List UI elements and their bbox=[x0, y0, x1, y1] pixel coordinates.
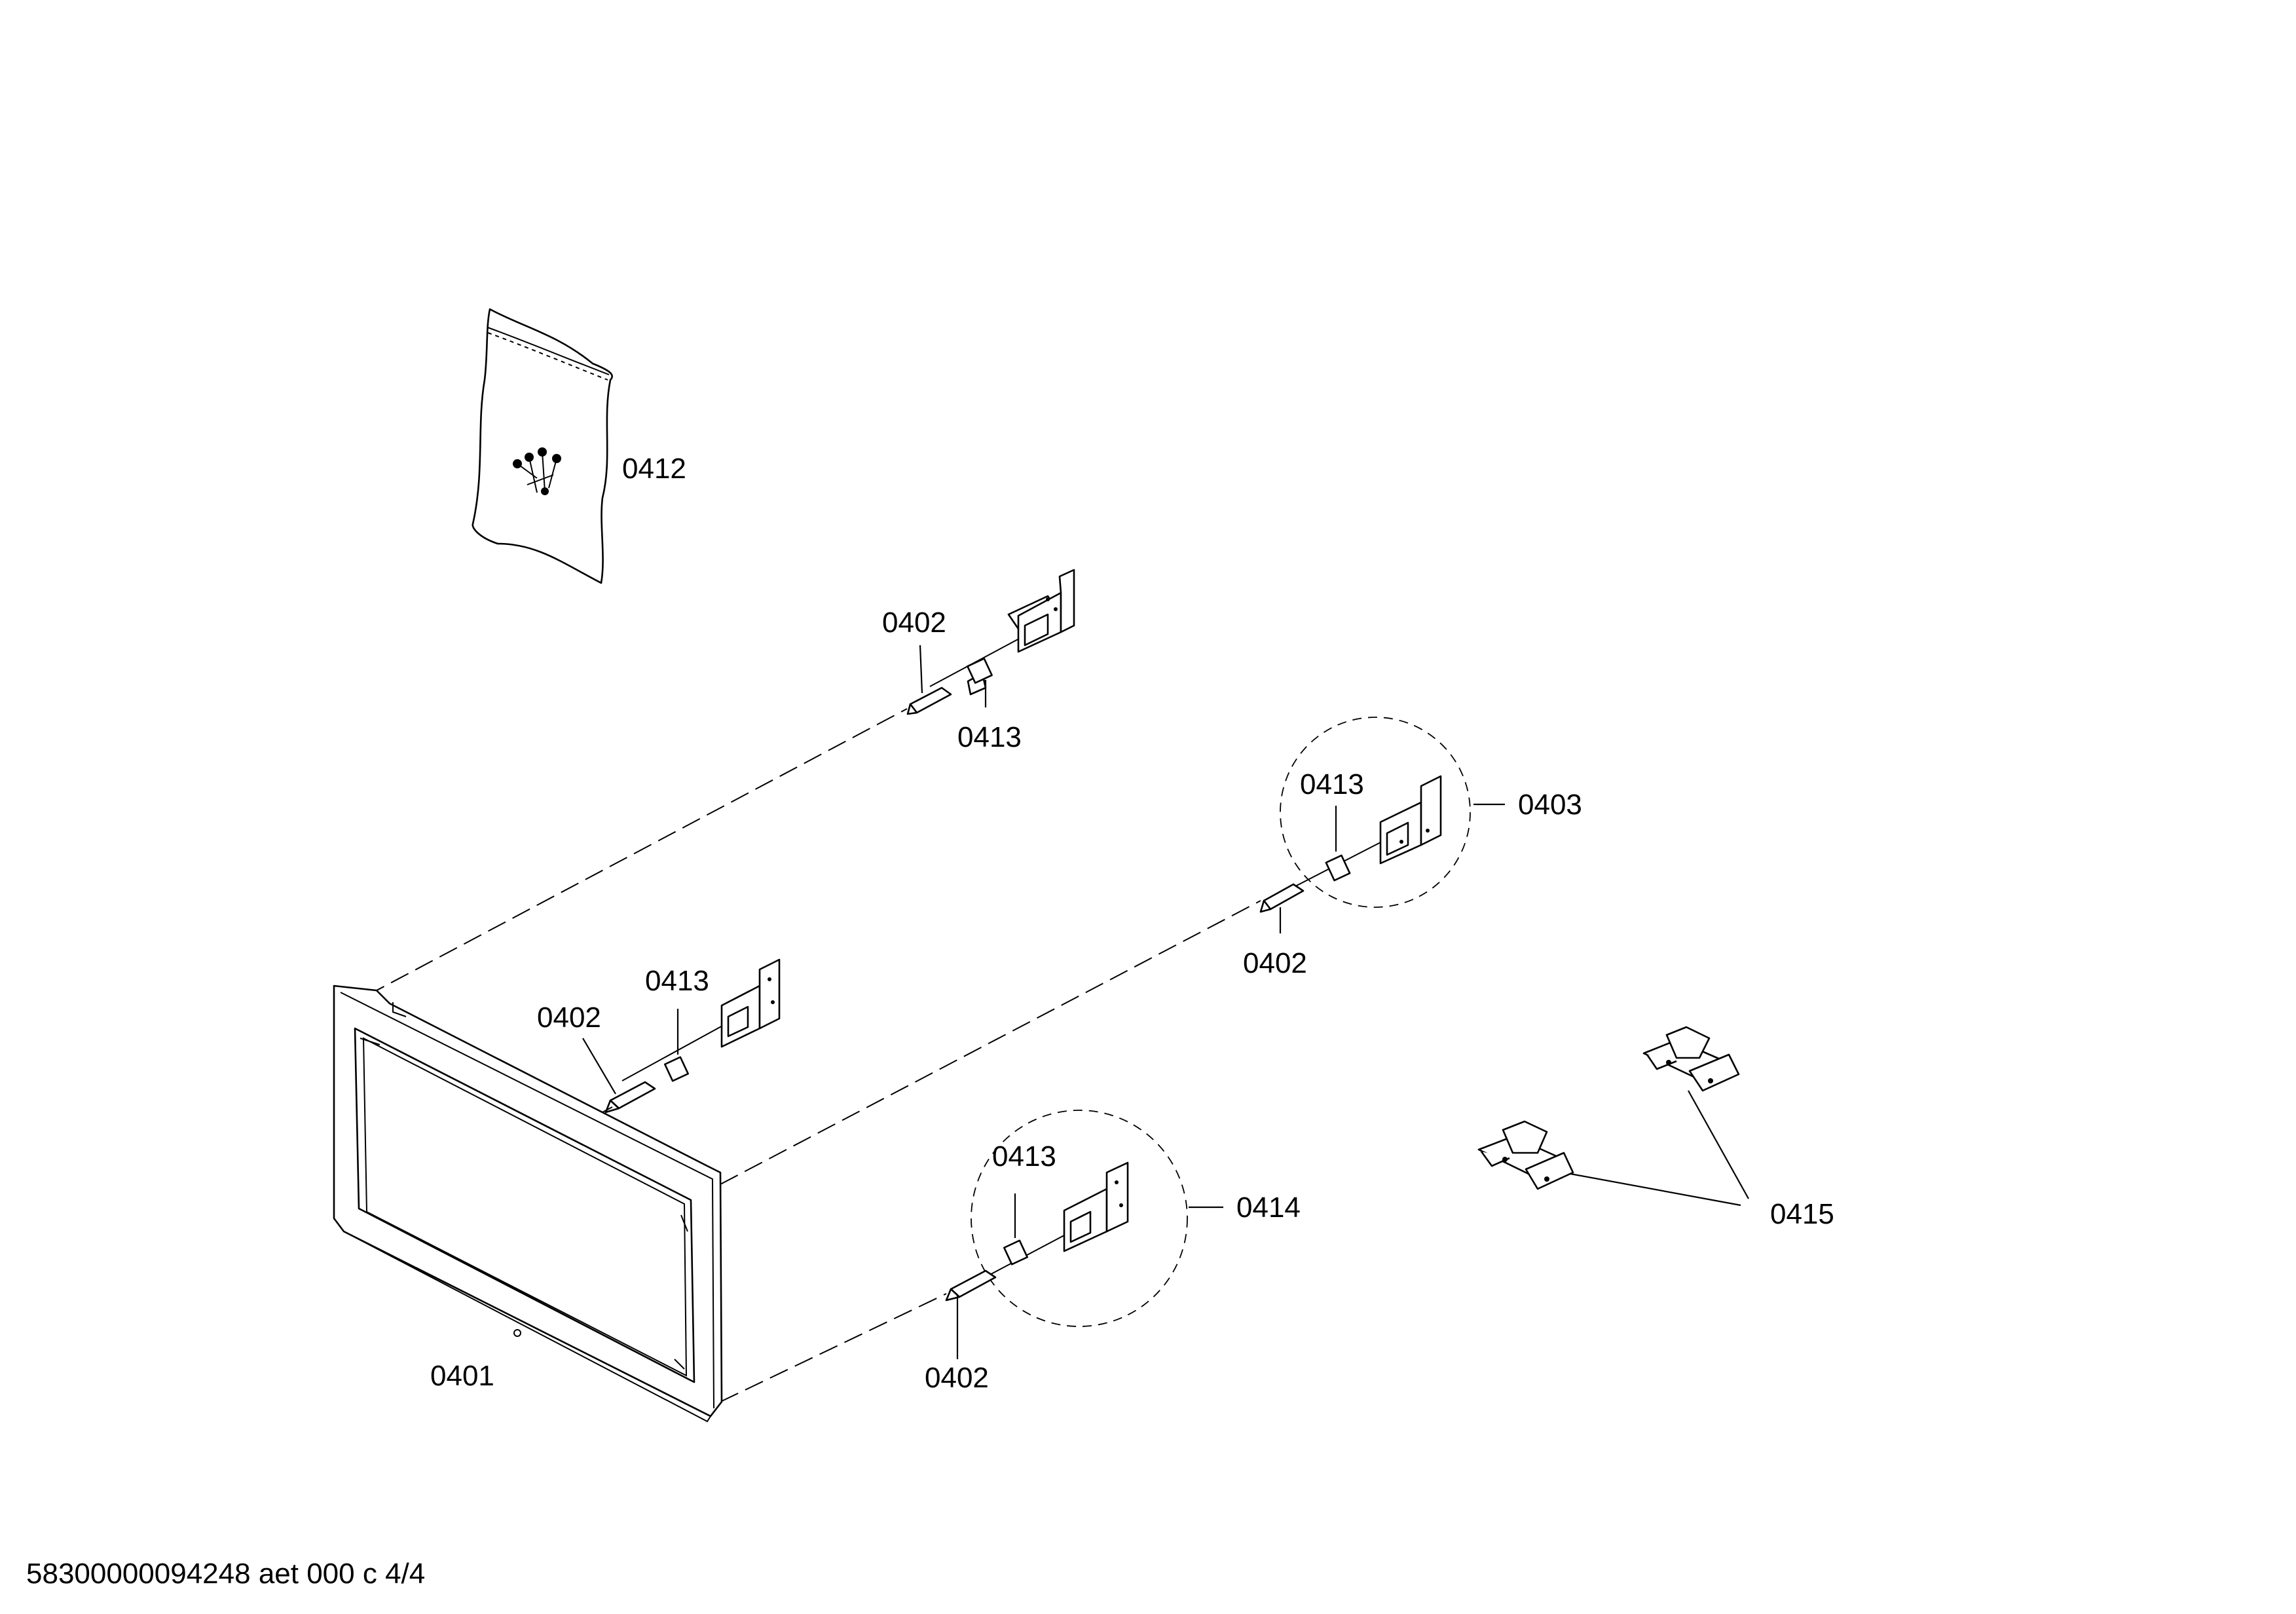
top-pin-part bbox=[906, 686, 952, 715]
label-pin-middle: 0402 bbox=[537, 1002, 601, 1034]
frame-part bbox=[333, 708, 1261, 1423]
label-clip-top: 0413 bbox=[957, 721, 1022, 753]
label-clip-bottom: 0413 bbox=[992, 1140, 1056, 1173]
label-clip-middle: 0413 bbox=[645, 965, 709, 997]
right-clip bbox=[1325, 854, 1351, 882]
top-clip bbox=[967, 658, 993, 684]
label-pin-right: 0402 bbox=[1243, 947, 1307, 979]
label-bracket-group-right: 0403 bbox=[1518, 789, 1582, 821]
label-bracket-group-bottom: 0414 bbox=[1236, 1192, 1301, 1224]
label-screw-bag: 0412 bbox=[622, 453, 686, 485]
label-pin-bottom: 0402 bbox=[925, 1362, 989, 1394]
label-clip-right: 0413 bbox=[1300, 768, 1364, 800]
right-pin bbox=[1263, 883, 1305, 910]
detail-circle-right bbox=[1280, 717, 1471, 908]
label-frame: 0401 bbox=[430, 1360, 494, 1392]
label-pin-top: 0402 bbox=[882, 607, 946, 639]
middle-clip bbox=[664, 1056, 689, 1082]
screws-icon bbox=[513, 447, 561, 495]
bottom-bracket-assembly bbox=[945, 1161, 1129, 1302]
right-bracket-assembly bbox=[1259, 775, 1442, 913]
label-hinge-pair: 0415 bbox=[1770, 1198, 1834, 1230]
bottom-pin bbox=[950, 1269, 997, 1298]
document-id-footer: 58300000094248 aet 000 c 4/4 bbox=[26, 1558, 426, 1590]
middle-pin bbox=[609, 1081, 656, 1110]
hinge-upper-part bbox=[1642, 1026, 1740, 1092]
screw-bag-part bbox=[472, 308, 613, 584]
top-bracket-assembly bbox=[929, 569, 1075, 696]
detail-circle-bottom bbox=[971, 1110, 1188, 1327]
bottom-clip bbox=[1003, 1239, 1028, 1266]
middle-bracket-assembly bbox=[604, 958, 781, 1114]
hinge-lower-part bbox=[1477, 1120, 1574, 1190]
